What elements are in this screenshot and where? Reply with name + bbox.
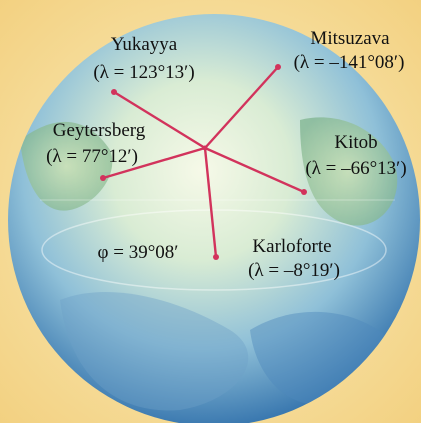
globe-sphere: [8, 14, 420, 423]
station-name-yukayya: Yukayya: [111, 34, 178, 55]
latitude-label: φ = 39°08′: [98, 242, 179, 263]
meridian-line-mitsuzava: [203, 65, 280, 150]
land-west: [20, 121, 113, 211]
meridian-line-geytersberg: [101, 146, 207, 180]
station-longitude-kitob: (λ = –66°13′): [305, 158, 406, 179]
station-longitude-mitsuzava: (λ = –141°08′): [294, 52, 405, 73]
station-name-mitsuzava: Mitsuzava: [310, 28, 390, 49]
land-east: [300, 117, 398, 226]
station-longitude-karloforte: (λ = –8°19′): [248, 260, 340, 281]
station-longitude-geytersberg: (λ = 77°12′): [46, 146, 138, 167]
station-name-karloforte: Karloforte: [252, 236, 331, 257]
meridian-line-kitob: [203, 146, 306, 194]
meridian-lines: [100, 64, 307, 260]
station-name-geytersberg: Geytersberg: [53, 120, 146, 141]
station-point-kitob: [301, 189, 307, 195]
labels: Yukayya (λ = 123°13′) Mitsuzava (λ = –14…: [46, 28, 407, 281]
station-point-mitsuzava: [275, 64, 281, 70]
station-name-kitob: Kitob: [334, 132, 377, 153]
station-point-yukayya: [111, 89, 117, 95]
center-point: [202, 145, 208, 151]
station-point-geytersberg: [100, 175, 106, 181]
latitude-circle: [41, 209, 387, 291]
station-point-karloforte: [213, 254, 219, 260]
meridian-line-karloforte: [203, 146, 218, 259]
globe: [8, 14, 420, 423]
station-longitude-yukayya: (λ = 123°13′): [93, 62, 194, 83]
meridian-line-yukayya: [112, 90, 207, 150]
ocean-south: [60, 291, 249, 411]
